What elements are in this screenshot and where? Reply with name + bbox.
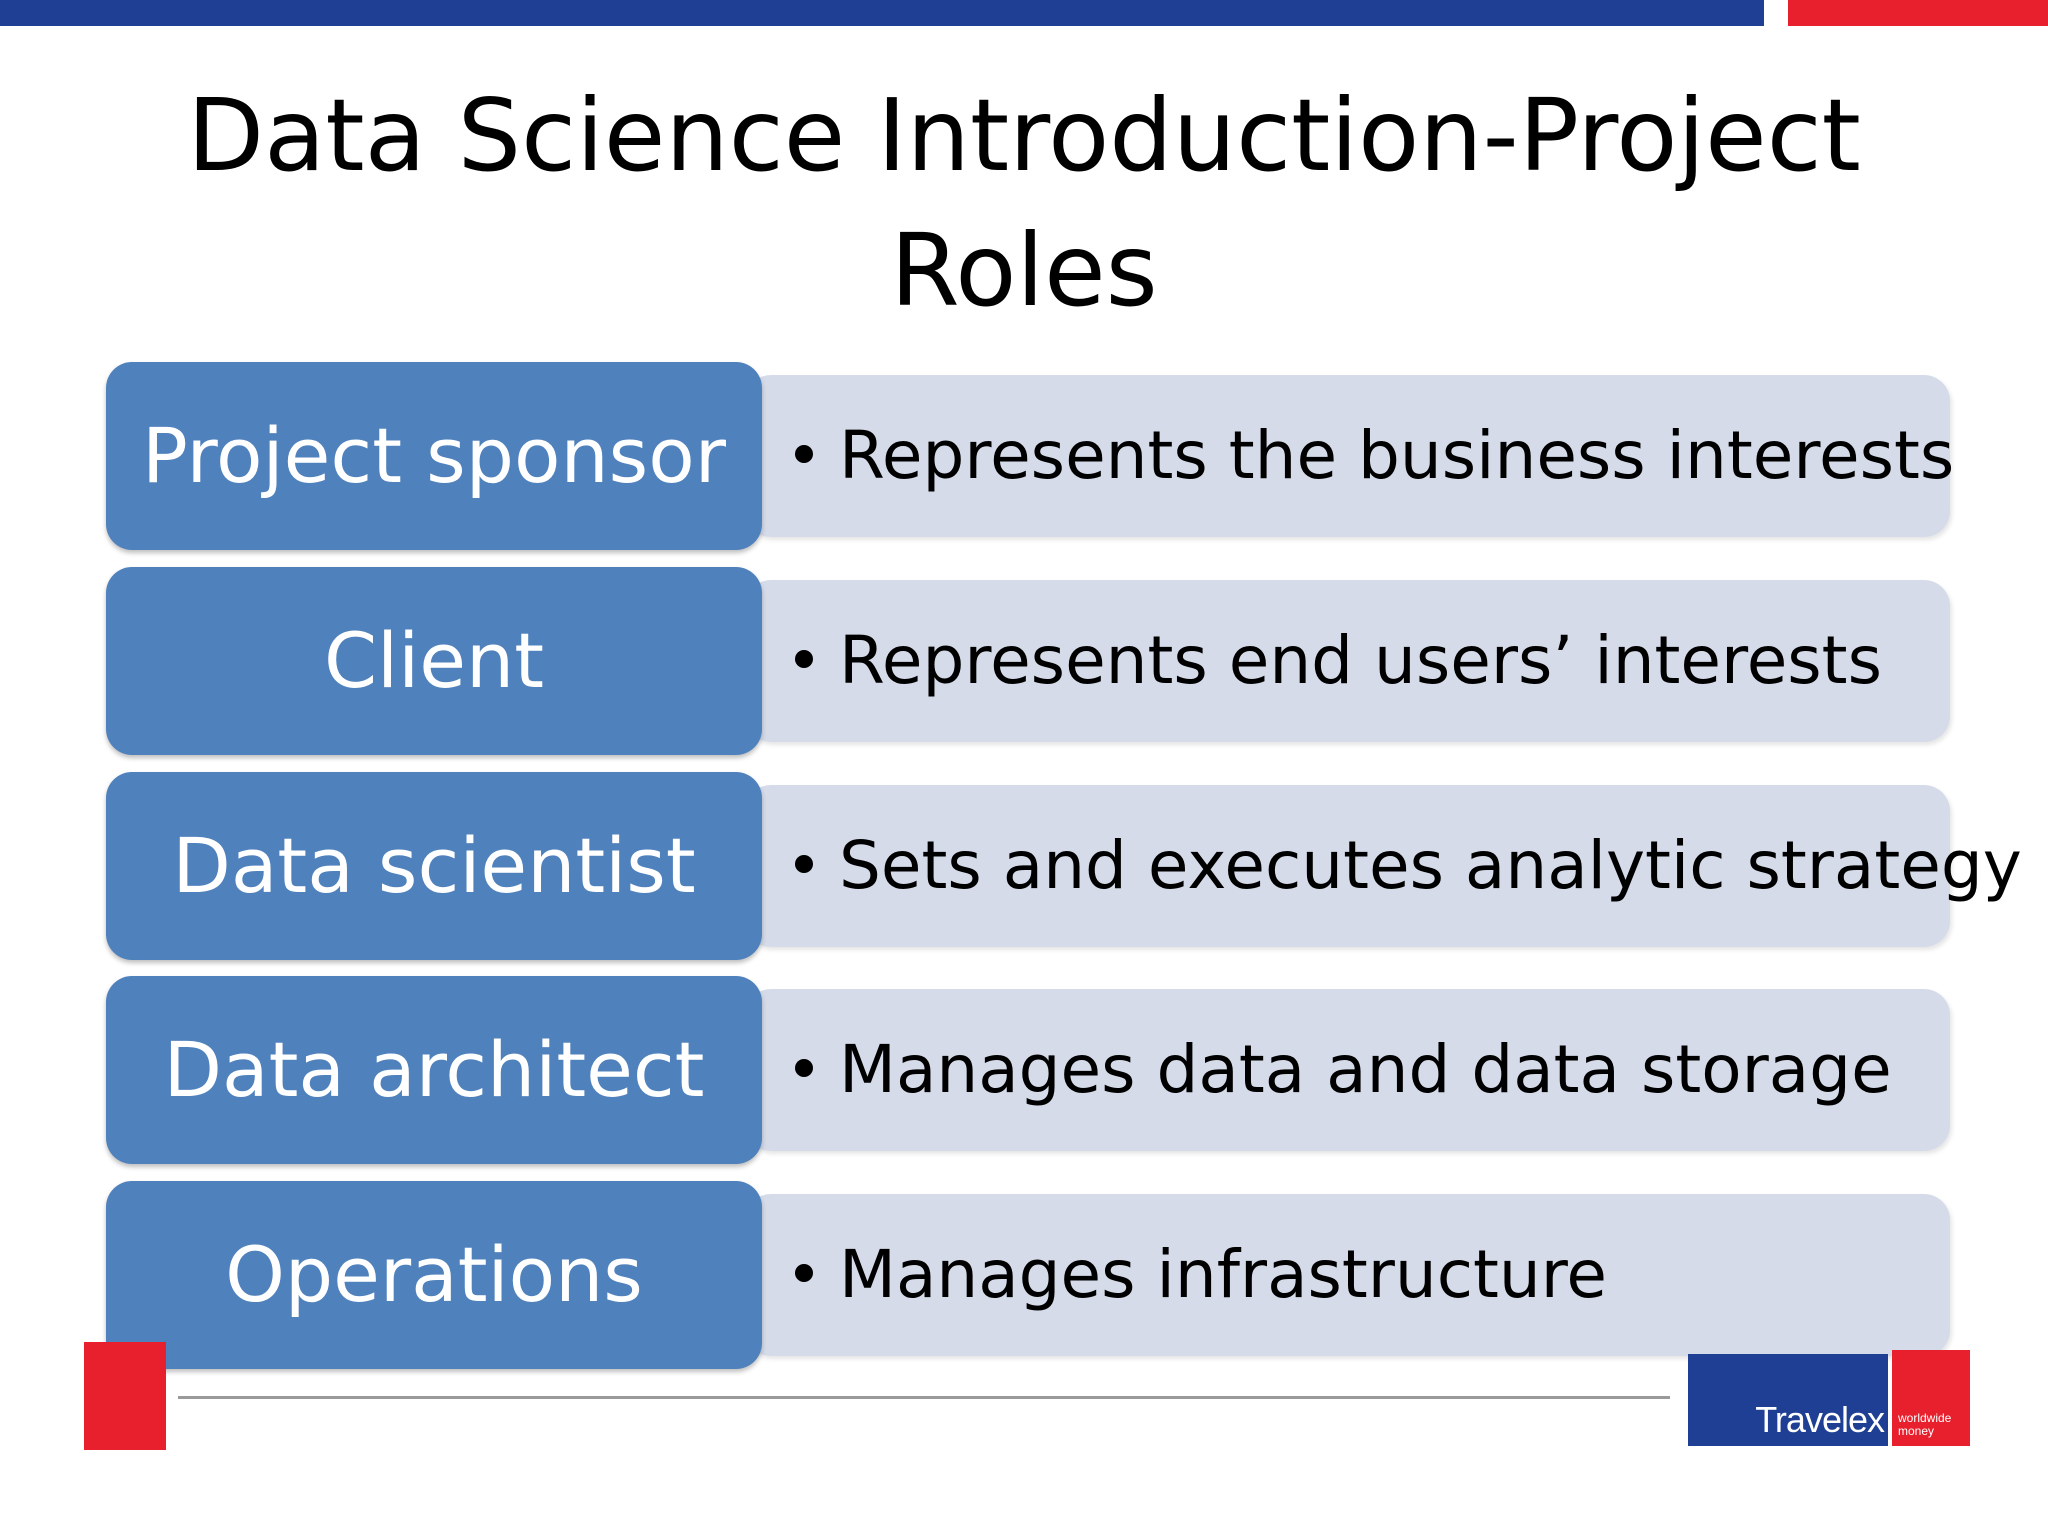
role-label-box (106, 567, 762, 755)
role-description-box (745, 785, 1950, 947)
role-label-box (106, 1181, 762, 1369)
role-label-box (106, 362, 762, 550)
footer-divider (178, 1396, 1670, 1399)
role-label: Project sponsor (141, 411, 727, 500)
travelex-logo-red-block (1892, 1350, 1970, 1446)
header-bar-red (1788, 0, 2048, 26)
role-label-box (106, 772, 762, 960)
slide-title-line-1: Data Science Introduction-Project (187, 77, 1861, 194)
role-row: Represents end users’ interests Client (0, 567, 2048, 757)
role-label: Data scientist (172, 821, 696, 910)
bullet-icon (795, 1263, 813, 1282)
role-label: Operations (225, 1230, 643, 1319)
role-description-box (745, 375, 1950, 537)
role-row: Manages data and data storage Data archi… (0, 976, 2048, 1166)
role-row: Manages infrastructure Operations (0, 1181, 2048, 1371)
role-label-box (106, 976, 762, 1164)
bullet-icon (795, 649, 813, 668)
slide-title-line-2: Roles (890, 212, 1158, 329)
header-bar-blue (0, 0, 1764, 26)
role-description: Sets and executes analytic strategy (795, 785, 2022, 947)
role-description: Manages data and data storage (795, 989, 1892, 1151)
travelex-logo-tagline: worldwide money (1898, 1412, 1968, 1438)
bullet-icon (795, 444, 813, 463)
role-description-text: Represents the business interests (839, 417, 1955, 494)
role-description-box (745, 580, 1950, 742)
tagline-line-1: worldwide (1898, 1411, 1952, 1425)
footer-accent-square (84, 1342, 166, 1450)
role-description-text: Manages infrastructure (839, 1236, 1608, 1313)
role-description: Represents the business interests (795, 375, 1954, 537)
slide-title: Data Science Introduction-Project Roles (0, 68, 2048, 338)
role-label: Data architect (163, 1025, 705, 1114)
role-row: Represents the business interests Projec… (0, 362, 2048, 552)
role-row: Sets and executes analytic strategy Data… (0, 772, 2048, 962)
travelex-logo: Travelex (1755, 1399, 1885, 1440)
role-description-text: Sets and executes analytic strategy (839, 827, 2022, 904)
bullet-icon (795, 1058, 813, 1077)
role-description-box (745, 989, 1950, 1151)
role-label: Client (323, 616, 545, 705)
role-description-text: Represents end users’ interests (839, 622, 1882, 699)
role-description-box (745, 1194, 1950, 1356)
role-description: Manages infrastructure (795, 1194, 1607, 1356)
tagline-line-2: money (1898, 1424, 1935, 1438)
role-description-text: Manages data and data storage (839, 1031, 1892, 1108)
bullet-icon (795, 854, 813, 873)
travelex-logo-blue-block (1688, 1354, 1888, 1446)
role-description: Represents end users’ interests (795, 580, 1882, 742)
